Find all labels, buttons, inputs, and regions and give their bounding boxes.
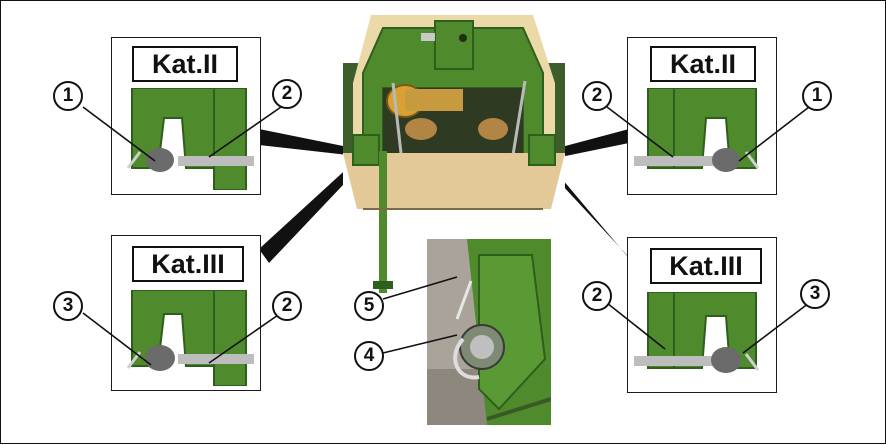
callout-1: 1 xyxy=(802,81,832,111)
callout-2: 2 xyxy=(272,291,302,321)
cat3-right-photo xyxy=(634,292,770,388)
callout-2: 2 xyxy=(582,281,612,311)
callout-4: 4 xyxy=(354,341,384,371)
main-machine-photo xyxy=(343,13,565,293)
panel-bottom-right: Kat.III xyxy=(627,237,777,393)
callout-2: 2 xyxy=(272,79,302,109)
panel-top-left: Kat.II xyxy=(111,37,261,195)
pin-detail-photo xyxy=(427,239,551,425)
callout-2: 2 xyxy=(582,81,612,111)
pointer-bottom-left xyxy=(259,163,361,263)
panel-top-right: Kat.II xyxy=(627,37,777,195)
callout-1: 1 xyxy=(53,81,83,111)
cat2-right-photo xyxy=(634,88,770,190)
cat2-left-photo xyxy=(118,88,254,190)
category-label: Kat.III xyxy=(650,248,762,284)
callout-3: 3 xyxy=(53,291,83,321)
pointer-top-left xyxy=(259,129,357,156)
category-label: Kat.III xyxy=(132,246,244,282)
callout-3: 3 xyxy=(800,279,830,309)
category-label: Kat.II xyxy=(132,46,238,82)
category-label: Kat.II xyxy=(650,46,756,82)
callout-5: 5 xyxy=(354,291,384,321)
